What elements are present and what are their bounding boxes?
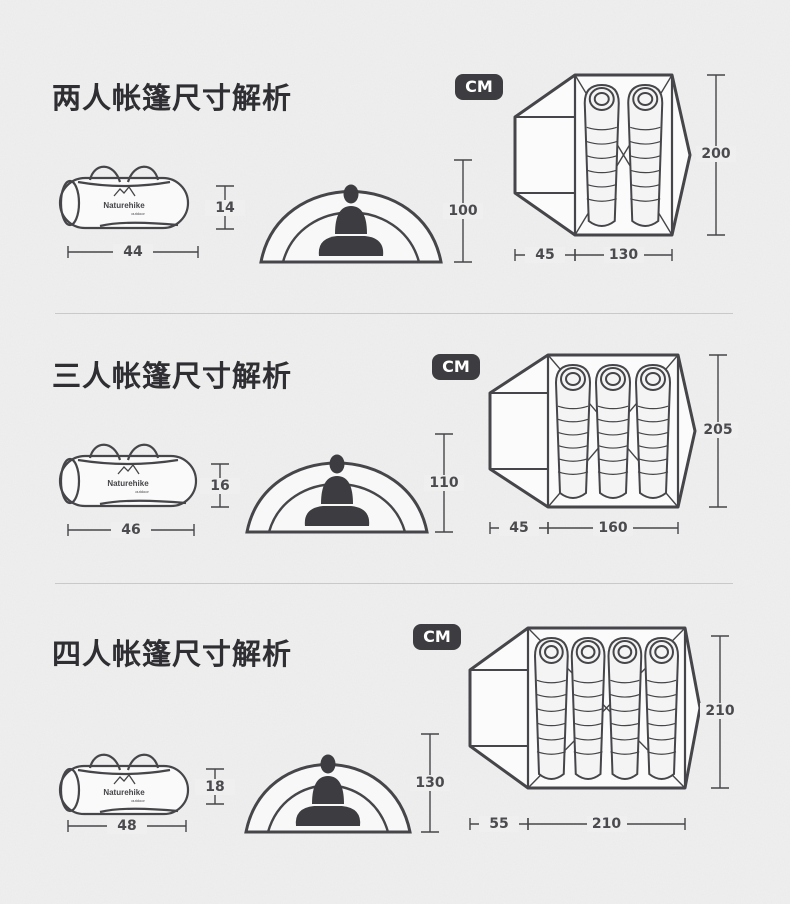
tent-height-label: 110: [424, 475, 464, 491]
brand-text: Naturehike: [103, 201, 145, 210]
floor-width-label: 160: [593, 520, 633, 536]
floor-width-label: 210: [586, 816, 627, 832]
unit-badge: CM: [432, 354, 480, 380]
section-title: 四人帐篷尺寸解析: [52, 637, 293, 671]
tent-height-label: 130: [410, 775, 450, 791]
floor-length-label: 200: [696, 146, 736, 162]
brand-logo-icon: [113, 185, 136, 197]
sleeping-bag-icon: [583, 83, 620, 227]
bag-diameter-label: 18: [195, 778, 235, 795]
carry-bag: [58, 443, 198, 508]
section-title: 两人帐篷尺寸解析: [52, 81, 293, 115]
brand-logo-icon: [113, 773, 136, 785]
brand-sub-text: outdoor: [135, 489, 149, 494]
bag-length-label: 48: [107, 818, 147, 834]
sleeping-bag-icon: [570, 636, 606, 780]
sleeping-bag-icon: [627, 83, 664, 227]
vestibule-depth-label: 45: [525, 247, 565, 263]
unit-badge: CM: [455, 74, 503, 100]
brand-logo-icon: [117, 463, 140, 475]
meditating-person-icon: [304, 454, 370, 526]
meditating-person-icon: [295, 754, 361, 826]
floor-length-label: 205: [698, 422, 738, 438]
unit-badge: CM: [413, 624, 461, 650]
bag-length-label: 46: [111, 522, 151, 538]
brand-text: Naturehike: [107, 479, 149, 488]
brand-sub-text: outdoor: [131, 211, 145, 216]
sleeping-bag-icon: [634, 363, 672, 499]
carry-bag: [58, 753, 190, 816]
meditating-person-icon: [318, 184, 384, 256]
section-divider: [55, 313, 733, 314]
sleeping-bag-icon: [644, 636, 680, 780]
brand-text: Naturehike: [103, 788, 145, 797]
sleeping-bag-icon: [594, 363, 632, 499]
sleeping-bag-icon: [607, 636, 643, 780]
floor-length-label: 210: [700, 703, 740, 719]
vestibule-depth-label: 45: [499, 520, 539, 536]
bag-length-label: 44: [113, 244, 153, 260]
bag-diameter-label: 16: [200, 477, 240, 494]
section-title: 三人帐篷尺寸解析: [52, 359, 293, 393]
sleeping-bag-icon: [533, 636, 569, 780]
tent-height-label: 100: [443, 203, 483, 219]
section-divider: [55, 583, 733, 584]
carry-bag: [58, 165, 190, 230]
floor-width-label: 130: [603, 247, 644, 263]
bag-diameter-label: 14: [205, 199, 245, 216]
brand-sub-text: outdoor: [131, 798, 145, 803]
sleeping-bag-icon: [554, 363, 592, 499]
vestibule-depth-label: 55: [479, 816, 519, 832]
